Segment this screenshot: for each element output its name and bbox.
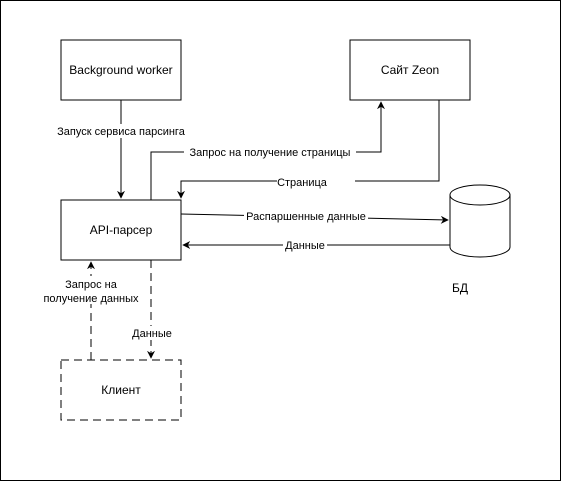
database-cylinder-top <box>449 184 511 206</box>
client-label: Клиент <box>101 383 141 397</box>
node-database: БД <box>449 184 511 295</box>
node-api-parser: API-парсер <box>60 199 182 261</box>
background-worker-label: Background worker <box>69 63 172 77</box>
node-site-zeon: Сайт Zeon <box>349 39 471 101</box>
node-client: Клиент <box>60 359 182 421</box>
client-request-label-line-2: получение данных <box>43 293 139 305</box>
data-from-db-label: Данные <box>285 240 325 252</box>
start-parsing-label: Запуск сервиса парсинга <box>57 126 186 138</box>
site-zeon-box <box>349 39 471 101</box>
client-request-label-line-1: Запрос на <box>65 279 118 291</box>
page-label: Страница <box>277 177 328 189</box>
start-parsing-label-bg <box>57 124 185 138</box>
site-zeon-label: Сайт Zeon <box>381 63 439 77</box>
page-request-label: Запрос на получение страницы <box>190 147 351 159</box>
api-parser-label: API-парсер <box>90 223 153 237</box>
page-request-label-bg <box>184 145 356 159</box>
page-label-bg <box>277 175 355 189</box>
parsed-data-label: Распаршенные данные <box>246 211 366 223</box>
database-cylinder-body <box>449 195 511 258</box>
database-label: БД <box>452 281 468 295</box>
api-parser-box <box>60 199 182 261</box>
client-box <box>60 359 182 421</box>
client-request-label-bg <box>42 276 140 304</box>
client-response-label-bg <box>130 326 174 340</box>
data-from-db-label-bg <box>283 238 327 252</box>
parsed-data-label-bg <box>244 209 368 223</box>
background-worker-box <box>60 39 182 101</box>
node-background-worker: Background worker <box>60 39 182 101</box>
client-response-label: Данные <box>132 328 172 340</box>
